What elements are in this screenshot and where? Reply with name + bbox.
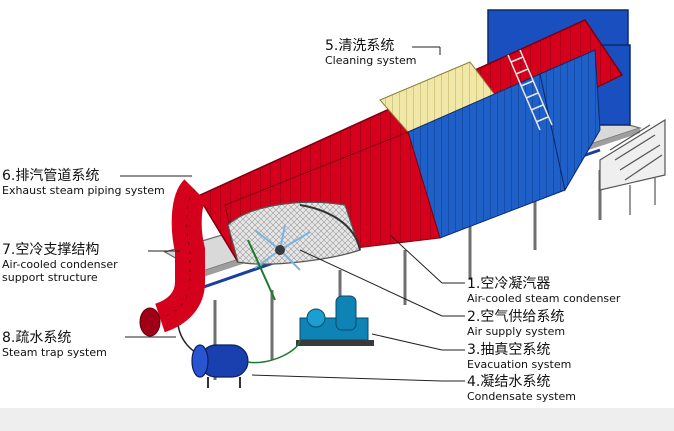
condensate-tank: [191, 344, 249, 388]
label-condensate-system: 4.凝结水系统 Condensate system: [467, 374, 576, 403]
drain-lines: [247, 339, 301, 364]
label-evacuation-system: 3.抽真空系统 Evacuation system: [467, 342, 572, 371]
label-steam-trap-system: 8.疏水系统 Steam trap system: [2, 330, 107, 359]
exhaust-duct: [139, 179, 208, 337]
label-exhaust-steam-piping: 6.排汽管道系统 Exhaust steam piping system: [2, 168, 165, 197]
vacuum-unit: [296, 295, 374, 346]
label-support-structure: 7.空冷支撑结构 Air-cooled condenser support st…: [2, 242, 118, 284]
ladder: [507, 49, 553, 131]
leader-lines: [120, 46, 465, 382]
label-air-cooled-condenser: 1.空冷凝汽器 Air-cooled steam condenser: [467, 276, 621, 305]
footer-band: [0, 408, 674, 431]
stair-tower: [599, 118, 666, 215]
label-air-supply-system: 2.空气供给系统 Air supply system: [467, 309, 566, 338]
label-cleaning-system: 5.清洗系统 Cleaning system: [325, 38, 417, 67]
diagram-illustration: [120, 9, 666, 388]
